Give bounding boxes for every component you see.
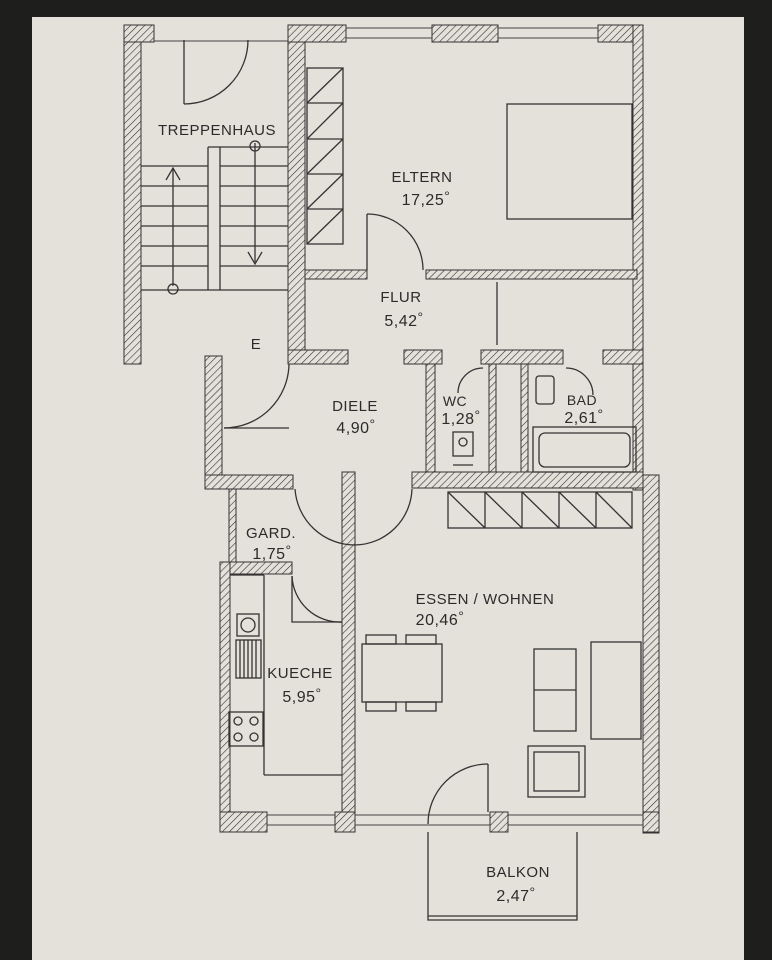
wall (642, 474, 660, 834)
room-name-flur: FLUR (380, 289, 421, 306)
room-area-diele: 4,90° (336, 416, 375, 437)
room-area-flur: 5,42° (384, 309, 423, 330)
room-area-bad: 2,61° (564, 406, 603, 427)
wall (425, 363, 436, 475)
room-name-diele: DIELE (332, 398, 378, 415)
wall (403, 349, 443, 365)
windows (154, 27, 643, 826)
wall (431, 24, 499, 43)
walls (123, 24, 660, 834)
wall (411, 471, 644, 489)
room-name-gard: GARD. (246, 525, 296, 542)
wall (228, 488, 237, 570)
fixtures (141, 39, 642, 921)
entrance-mark: E (251, 336, 262, 353)
room-name-eltern: ELTERN (391, 169, 452, 186)
wall (204, 355, 223, 490)
room-name-wc: WC (443, 393, 467, 409)
room-name-bad: BAD (567, 392, 597, 408)
room-area-wc: 1,28° (441, 407, 480, 428)
wall (488, 363, 497, 475)
room-area-kueche: 5,95° (282, 685, 321, 706)
wall (219, 811, 268, 833)
wall (632, 24, 644, 491)
room-area-balkon: 2,47° (496, 884, 535, 905)
wall (287, 349, 349, 365)
wall (304, 269, 368, 280)
room-name-kueche: KUECHE (267, 665, 333, 682)
wall (287, 24, 306, 365)
room-name-treppenhaus: TREPPENHAUS (158, 122, 276, 139)
wall (489, 811, 509, 833)
wall (219, 561, 293, 575)
wall (425, 269, 638, 280)
wall (480, 349, 564, 365)
wall (642, 811, 660, 833)
wall (123, 24, 155, 43)
room-labels: TREPPENHAUS ELTERN 17,25° FLUR 5,42° E D… (158, 122, 603, 905)
room-name-balkon: BALKON (486, 864, 550, 881)
wall (287, 24, 347, 43)
room-area-eltern: 17,25° (402, 188, 451, 209)
wall (123, 24, 142, 365)
room-area-gard: 1,75° (252, 542, 291, 563)
wall (520, 363, 529, 475)
wall (602, 349, 644, 365)
room-area-essen-wohnen: 20,46° (416, 608, 465, 629)
wall (204, 474, 294, 490)
room-name-essen-wohnen: ESSEN / WOHNEN (416, 591, 555, 608)
wall (219, 561, 231, 833)
wall (341, 471, 356, 833)
wall (334, 811, 356, 833)
